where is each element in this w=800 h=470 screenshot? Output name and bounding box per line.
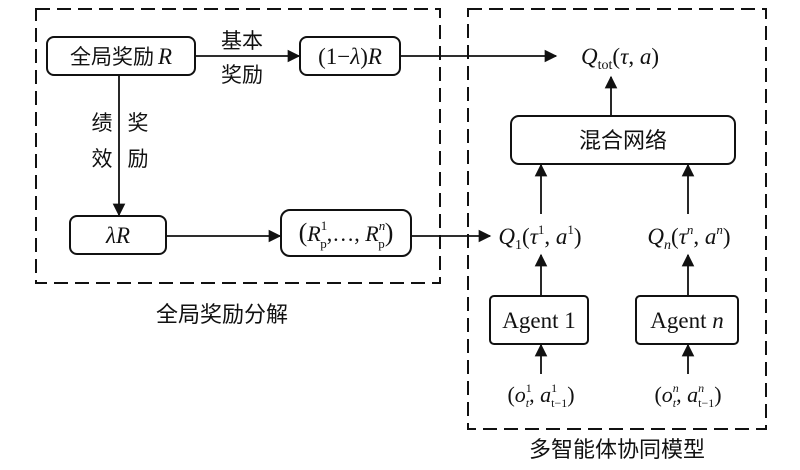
performance-edge-label-col2-line2: 励 [128, 147, 149, 171]
performance-edge-label-col1-line1: 绩 [92, 111, 113, 135]
q-total-label: Qtot(τ, a) [581, 44, 659, 73]
mixing-network-label: 混合网络 [579, 129, 667, 154]
global-reward-decomposition-frame [35, 8, 441, 284]
performance-edge-label-col2-line1: 奖 [128, 111, 149, 135]
performance-edge-label-col1-line2: 效 [92, 147, 113, 171]
global-reward-decomposition-caption: 全局奖励分解 [156, 303, 288, 328]
mixing-network-box [510, 115, 736, 165]
agent-n-label: Agent n [650, 308, 723, 333]
qn-label: Qn(τn, an) [647, 222, 730, 253]
q1-label: Q1(τ1, a1) [498, 222, 581, 253]
base-reward-edge-label-line1: 基本 [221, 29, 263, 53]
performance-reward-formula: λR [105, 223, 130, 248]
agent-1-label: Agent 1 [502, 308, 575, 333]
multi-agent-model-caption: 多智能体协同模型 [529, 438, 705, 463]
multi-agent-model-frame [467, 8, 767, 430]
base-reward-edge-label-line2: 奖励 [221, 63, 263, 87]
base-reward-formula: (1−λ)R [318, 44, 382, 69]
